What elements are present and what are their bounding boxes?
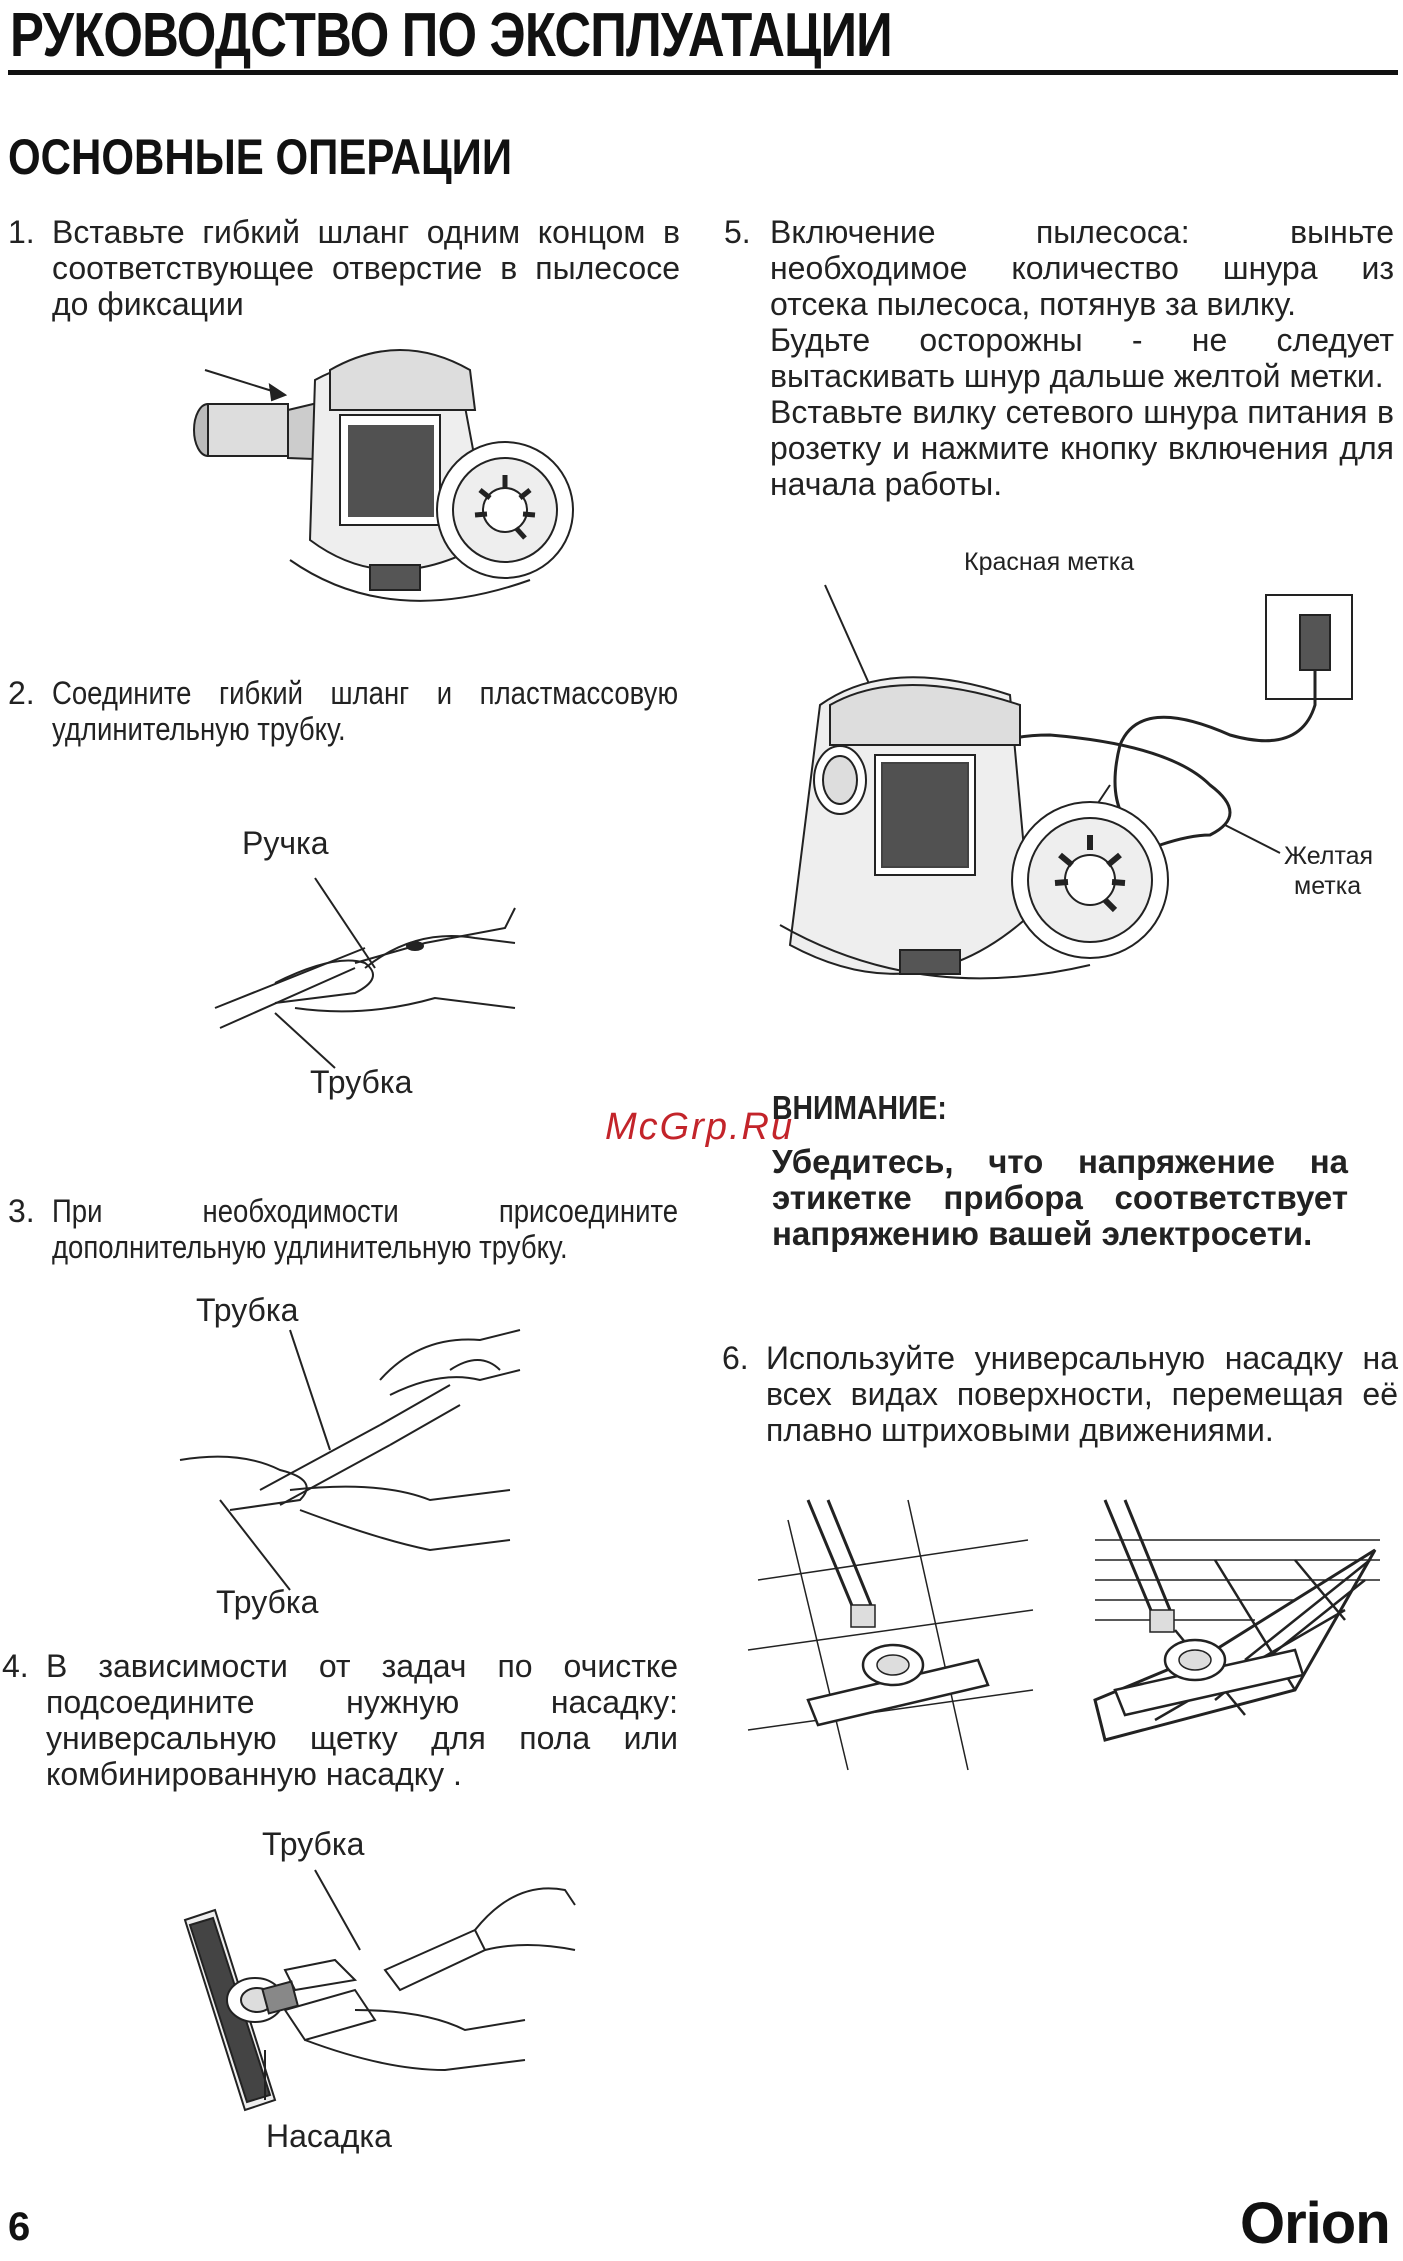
step-number: 6. bbox=[722, 1340, 749, 1376]
step-number: 5. bbox=[724, 214, 751, 250]
label-yellow-mark-1: Желтая bbox=[1284, 842, 1374, 870]
section-title: ОСНОВНЫЕ ОПЕРАЦИИ bbox=[8, 129, 513, 185]
label-tube: Трубка bbox=[310, 1064, 413, 1100]
floor-nozzle-carpet-illustration bbox=[1095, 1500, 1380, 1770]
step-number: 2. bbox=[8, 675, 35, 711]
label-tube-top: Трубка bbox=[196, 1292, 299, 1328]
step-number: 4. bbox=[2, 1648, 29, 1684]
floor-nozzle-tiles-illustration bbox=[748, 1500, 1033, 1770]
warning-text: Убедитесь, что напряжение на этикетке пр… bbox=[772, 1143, 1348, 1252]
vacuum-cord-illustration bbox=[770, 585, 1370, 1005]
document-title: РУКОВОДСТВО ПО ЭКСПЛУАТАЦИИ bbox=[10, 1, 893, 70]
header-divider bbox=[8, 70, 1398, 75]
step-5-paragraph-1: Включение пылесоса: выньте необходимое к… bbox=[770, 214, 1394, 322]
watermark: McGrp.Ru bbox=[605, 1106, 795, 1148]
label-yellow-mark-2: метка bbox=[1294, 872, 1362, 900]
step-4: 4. В зависимости от задач по очистке под… bbox=[2, 1648, 680, 1792]
step-6: 6. Используйте универсальную насадку на … bbox=[722, 1340, 1398, 1450]
label-nozzle: Насадка bbox=[266, 2118, 392, 2154]
step-5-paragraph-2: Будьте осторожны - не следует вытаскиват… bbox=[770, 322, 1394, 394]
step-5-paragraph-3: Вставьте вилку сетевого шнура питания в … bbox=[770, 394, 1394, 502]
label-handle: Ручка bbox=[242, 825, 329, 861]
vacuum-hose-illustration bbox=[190, 340, 580, 620]
step-text: Включение пылесоса: выньте необходимое к… bbox=[770, 214, 1394, 502]
warning-title: ВНИМАНИЕ: bbox=[772, 1089, 947, 1126]
label-tube-bottom: Трубка bbox=[216, 1584, 319, 1620]
label-red-mark: Красная метка bbox=[964, 548, 1135, 576]
step-text: Вставьте гибкий шланг одним концом в соо… bbox=[52, 214, 680, 322]
step-text: Используйте универсальную насадку на все… bbox=[766, 1340, 1398, 1448]
step-1: 1. Вставьте гибкий шланг одним концом в … bbox=[8, 214, 680, 324]
step-number: 1. bbox=[8, 214, 35, 250]
extension-tube-illustration bbox=[180, 1310, 520, 1590]
handle-tube-illustration bbox=[215, 868, 535, 1068]
step-number: 3. bbox=[8, 1193, 35, 1229]
step-text: При необходимости присоедините дополните… bbox=[52, 1193, 679, 1265]
page-number: 6 bbox=[8, 2205, 31, 2249]
brand-text: Orion bbox=[1240, 2191, 1391, 2256]
nozzle-illustration bbox=[185, 1860, 575, 2110]
step-3: 3. При необходимости присоедините дополн… bbox=[8, 1193, 680, 1269]
brand-logo: Orion bbox=[1240, 2190, 1391, 2257]
step-text: Соедините гибкий шланг и пластмассовую у… bbox=[52, 675, 679, 747]
label-tube-nozzle: Трубка bbox=[262, 1826, 365, 1862]
step-5: 5. Включение пылесоса: выньте необходимо… bbox=[724, 214, 1396, 514]
step-2: 2. Соедините гибкий шланг и пластмассову… bbox=[8, 675, 680, 751]
step-text: В зависимости от задач по очистке подсое… bbox=[46, 1648, 678, 1792]
